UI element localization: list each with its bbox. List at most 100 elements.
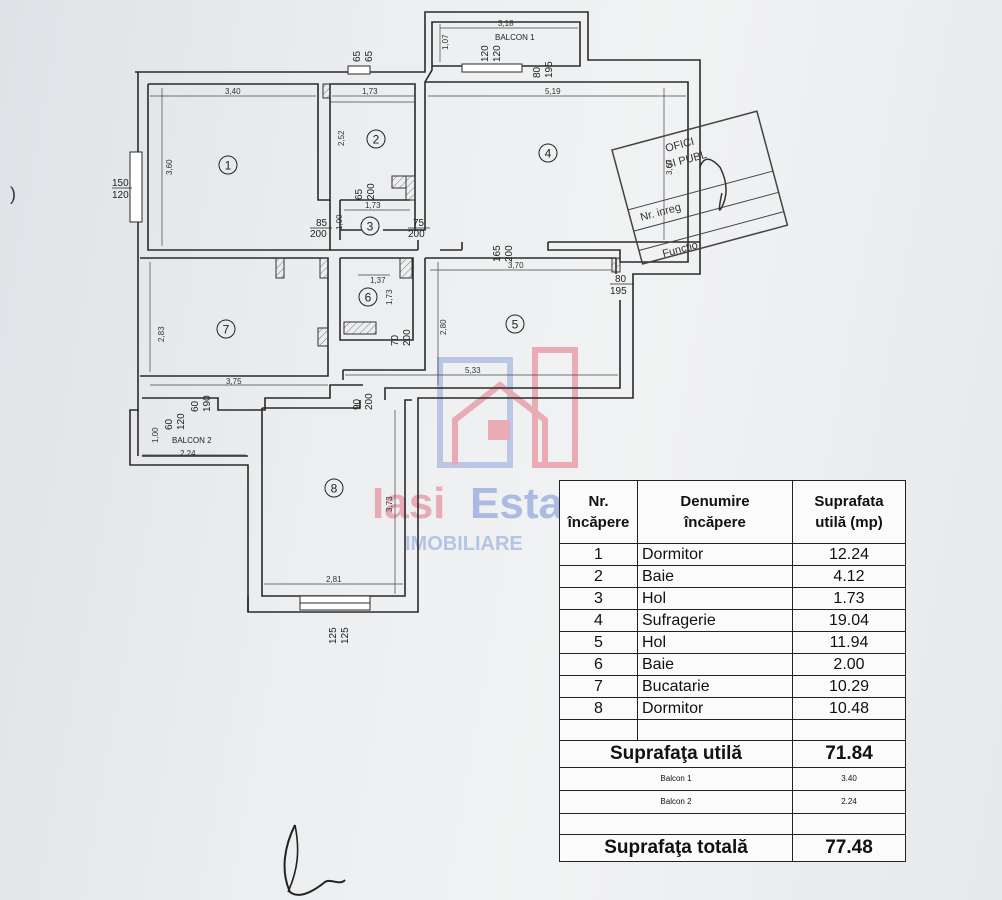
- room-marker-5: 5: [505, 314, 525, 334]
- balcony-row: Balcon 1 3.40: [559, 767, 906, 791]
- svg-text:75: 75: [413, 218, 425, 229]
- opening-150-120: 150 120: [112, 178, 132, 201]
- opening-60-190: 60 190: [190, 395, 213, 412]
- svg-text:120: 120: [176, 413, 187, 430]
- total-area-label: Suprafaţa totală: [559, 834, 793, 862]
- svg-text:200: 200: [364, 393, 375, 410]
- dim-3-67: 3,67: [665, 159, 674, 175]
- room-marker-4: 4: [538, 143, 558, 163]
- svg-text:1: 1: [225, 159, 232, 173]
- dim-2-81: 2,81: [326, 575, 342, 584]
- opening-80-195-top: 80 195: [532, 61, 555, 78]
- svg-text:70: 70: [390, 334, 401, 346]
- balcony-2-label: BALCON 2: [172, 436, 212, 445]
- inner-wall: [148, 21, 581, 231]
- opening-165-200: 165 200: [492, 245, 515, 262]
- dim-3-60: 3,60: [165, 159, 174, 175]
- room-marker-7: 7: [216, 319, 236, 339]
- opening-120-120: 120 120: [480, 45, 503, 62]
- svg-text:195: 195: [544, 61, 555, 78]
- opening-85-200: 85 200: [310, 218, 332, 240]
- total-area-row: Suprafaţa totală 77.48: [559, 834, 906, 862]
- dim-1-73-top: 1,73: [362, 87, 378, 96]
- watermark-subtext: IMOBILIARE: [405, 533, 523, 555]
- svg-text:80: 80: [532, 66, 543, 78]
- dimension-lines: [142, 24, 686, 594]
- useful-area-value: 71.84: [792, 740, 906, 768]
- opening-125-125: 125 125: [328, 627, 351, 644]
- room-marker-2: 2: [366, 129, 386, 149]
- opening-75-200: 75 200: [408, 218, 430, 240]
- dim-1-73-hall: 1,73: [365, 201, 381, 210]
- dim-2-24: 2,24: [180, 449, 196, 458]
- room-marker-1: 1: [218, 155, 238, 175]
- svg-text:4: 4: [545, 147, 552, 161]
- columns: [275, 83, 621, 347]
- table-row-empty: [559, 813, 906, 835]
- opening-90-200: 90 200: [352, 393, 375, 410]
- svg-text:120: 120: [112, 190, 129, 201]
- svg-text:80: 80: [615, 274, 627, 285]
- opening-65-200: 65 200: [354, 183, 377, 200]
- balcony-1-label: BALCON 1: [495, 33, 535, 42]
- svg-text:200: 200: [504, 245, 515, 262]
- opening-70-200: 70 200: [390, 329, 413, 346]
- opening-65-65: 65 65: [352, 50, 375, 62]
- dim-2-83: 2,83: [157, 326, 166, 342]
- opening-60-120: 60 120: [164, 413, 187, 430]
- svg-text:60: 60: [190, 400, 201, 412]
- dim-3-70: 3,70: [508, 261, 524, 270]
- svg-text:8: 8: [331, 482, 338, 496]
- total-area-value: 77.48: [792, 834, 906, 862]
- opening-80-195-right: 80 195: [610, 274, 634, 297]
- dim-5-19: 5,19: [545, 87, 561, 96]
- dim-3-40: 3,40: [225, 87, 241, 96]
- dim-1-73-bath: 1,73: [385, 289, 394, 305]
- dim-3-18: 3,18: [498, 19, 514, 28]
- svg-text:6: 6: [365, 291, 372, 305]
- svg-text:90: 90: [352, 398, 363, 410]
- svg-text:60: 60: [164, 418, 175, 430]
- svg-text:65: 65: [354, 188, 365, 200]
- opening-labels: 65 65 120 120 80 195 150 120 65 200 85 2…: [112, 45, 634, 644]
- svg-text:2: 2: [373, 133, 380, 147]
- useful-area-row: Suprafaţa utilă 71.84: [559, 740, 906, 768]
- dimension-labels: 3,40 1,73 5,19 3,18 3,75 3,70 1,37 5,33 …: [151, 19, 674, 584]
- svg-text:195: 195: [610, 286, 627, 297]
- dim-3-75: 3,75: [226, 377, 242, 386]
- svg-text:200: 200: [402, 329, 413, 346]
- table-row-empty: [559, 719, 906, 741]
- header-room-number: Nr.încăpere: [559, 480, 638, 544]
- svg-text:65: 65: [364, 50, 375, 62]
- watermark-house-icon: [437, 347, 578, 468]
- svg-text:5: 5: [512, 318, 519, 332]
- dim-2-80: 2,80: [439, 319, 448, 335]
- room-marker-3: 3: [360, 216, 380, 236]
- room-marker-8: 8: [324, 478, 344, 498]
- svg-text:165: 165: [492, 245, 503, 262]
- dim-3-73: 3,73: [385, 496, 394, 512]
- dim-5-33: 5,33: [465, 366, 481, 375]
- svg-text:200: 200: [408, 229, 425, 240]
- walls: [129, 11, 701, 613]
- svg-text:150: 150: [112, 178, 129, 189]
- svg-text:7: 7: [223, 323, 230, 337]
- svg-text:125: 125: [328, 627, 339, 644]
- dim-1-07: 1,07: [441, 34, 450, 50]
- margin-mark: ): [10, 184, 16, 204]
- svg-text:3: 3: [367, 220, 374, 234]
- dim-1-00-hall: 1,00: [335, 214, 344, 230]
- dim-2-52: 2,52: [337, 130, 346, 146]
- outer-wall: [129, 11, 701, 613]
- svg-text:200: 200: [366, 183, 377, 200]
